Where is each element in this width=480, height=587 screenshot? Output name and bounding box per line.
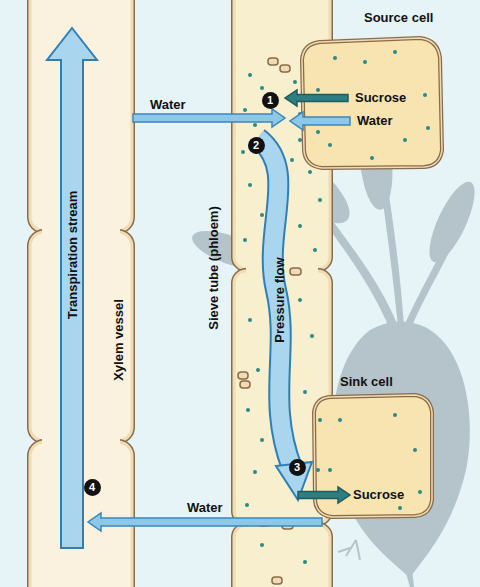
- arrow-label: Sucrose: [353, 487, 404, 502]
- node-heading: Source cell: [364, 10, 433, 25]
- flow-label: Pressure flow: [272, 257, 287, 342]
- callout-number: 4: [84, 479, 101, 496]
- sucrose-arrow: [285, 90, 348, 106]
- sucrose-arrow: [298, 487, 350, 503]
- arrow-label: Water: [187, 500, 223, 515]
- source-cell-shape: [302, 38, 442, 168]
- water-arrow: [88, 513, 322, 531]
- callout-number: 1: [262, 92, 279, 109]
- xylem-tube: [30, 0, 132, 587]
- water-arrow: [290, 112, 350, 130]
- source-cell: Source cell: [300, 4, 446, 170]
- pressure-flow-arrow: [258, 138, 312, 500]
- sucrose-dots: [241, 50, 430, 564]
- node-heading: Xylem vessel: [111, 299, 126, 381]
- arrow-label: Water: [150, 97, 186, 112]
- callout-number: 2: [248, 137, 265, 154]
- transpiration-arrow: [47, 28, 97, 548]
- flow-label: Transpiration stream: [65, 191, 80, 320]
- callout-number: 3: [289, 459, 306, 476]
- arrow-label: Sucrose: [355, 90, 406, 105]
- node-heading: Sieve tube (phloem): [206, 206, 221, 330]
- source-cell-shape: [302, 38, 442, 168]
- node-heading: Sink cell: [340, 374, 393, 389]
- arrow-label: Water: [357, 113, 393, 128]
- xylem-vessel: Xylem vessel: [28, 0, 134, 587]
